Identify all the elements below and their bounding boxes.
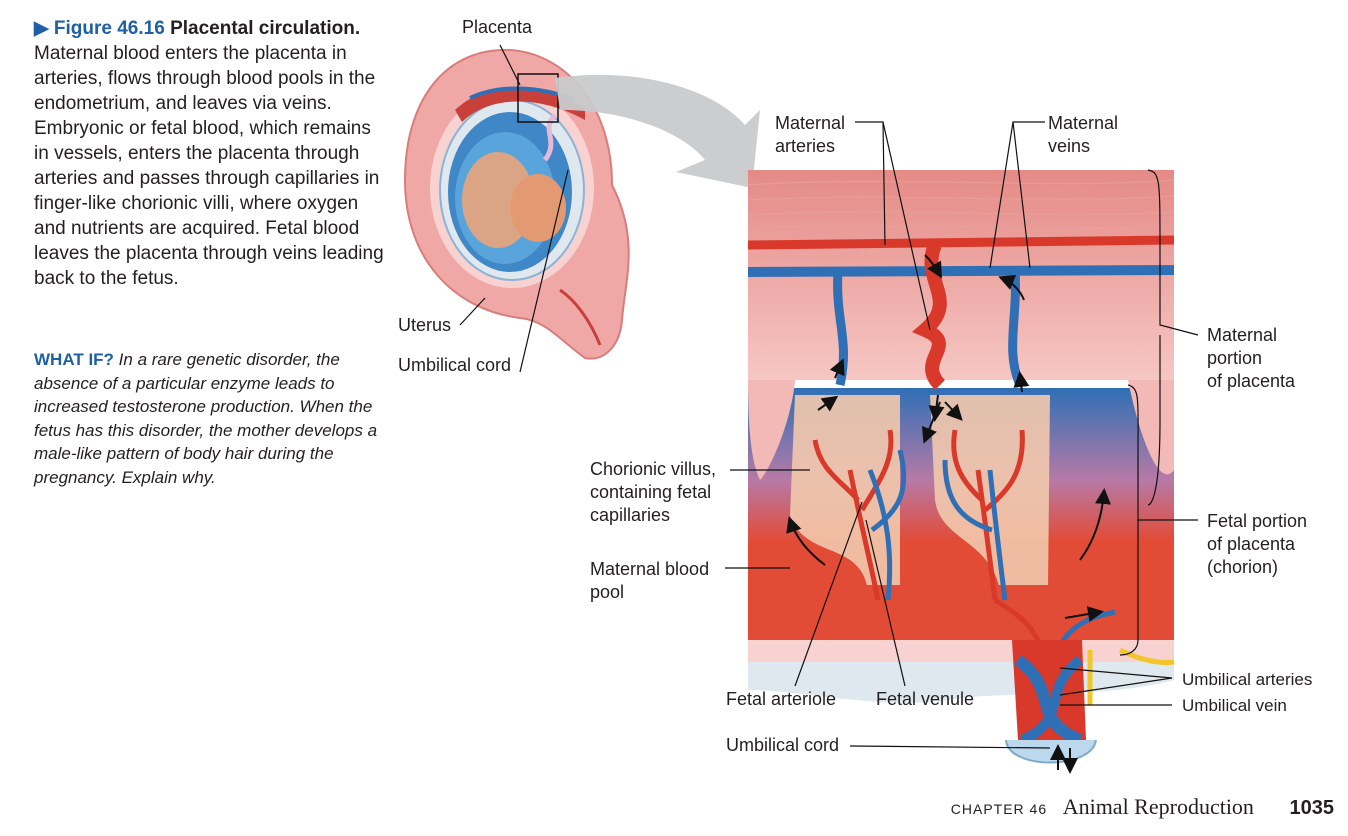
- label-maternal-arteries: Maternal arteries: [775, 113, 846, 156]
- label-umbilical-vein: Umbilical vein: [1182, 696, 1287, 715]
- page-footer: CHAPTER 46 Animal Reproduction 1035: [951, 794, 1334, 820]
- label-maternal-portion: Maternal portion of placenta: [1207, 325, 1296, 391]
- label-umbilical-arteries: Umbilical arteries: [1182, 670, 1313, 689]
- figure-caption: ▶ Figure 46.16 Placental circulation. Ma…: [34, 16, 384, 291]
- label-umbilical-cord-overview: Umbilical cord: [398, 355, 512, 375]
- what-if-text: In a rare genetic disorder, the absence …: [34, 350, 378, 487]
- label-maternal-veins: Maternal veins: [1048, 113, 1119, 156]
- label-chorionic-villus: Chorionic villus, containing fetal capil…: [590, 459, 717, 525]
- placenta-detail: [747, 170, 1175, 774]
- figure-label: ▶ Figure 46.16: [34, 18, 165, 39]
- label-uterus: Uterus: [398, 315, 452, 335]
- label-umbilical-cord: Umbilical cord: [726, 735, 840, 755]
- leader-lines: [459, 44, 1199, 749]
- caption-text: Maternal blood enters the placenta in ar…: [34, 43, 384, 289]
- uterus-overview: [403, 48, 630, 360]
- figure-title: Placental circulation.: [170, 18, 361, 39]
- zoom-arrow: [555, 74, 760, 188]
- what-if-question: WHAT IF? In a rare genetic disorder, the…: [34, 348, 379, 489]
- chapter-label: CHAPTER 46: [950, 801, 1048, 817]
- chapter-title: Animal Reproduction: [1062, 794, 1254, 819]
- label-fetal-venule: Fetal venule: [876, 689, 975, 709]
- label-maternal-blood-pool: Maternal blood pool: [590, 559, 710, 602]
- label-fetal-arteriole: Fetal arteriole: [726, 689, 837, 709]
- page-number: 1035: [1289, 797, 1335, 819]
- what-if-label: WHAT IF?: [34, 350, 114, 369]
- label-fetal-portion: Fetal portion of placenta (chorion): [1207, 511, 1308, 577]
- label-placenta: Placenta: [462, 17, 533, 37]
